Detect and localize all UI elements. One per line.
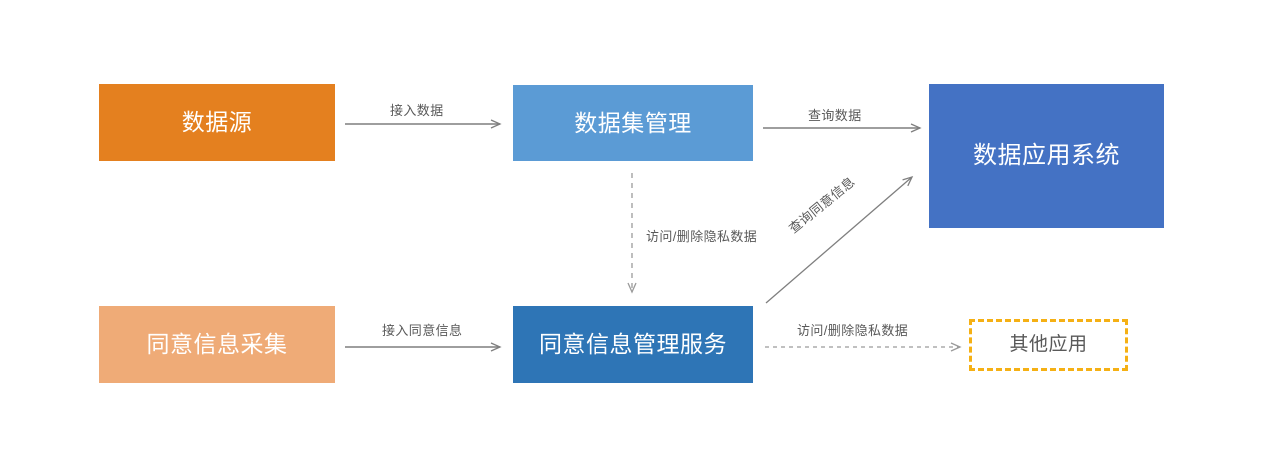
edge-label-query-consent: 查询同意信息 [785,173,858,237]
node-datasource-label: 数据源 [181,109,253,136]
node-consent-collection[interactable]: 同意信息采集 [99,306,335,383]
edge-label-ingest-data: 接入数据 [390,103,444,118]
node-consent-management-service[interactable]: 同意信息管理服务 [513,306,753,383]
node-consent-collection-label: 同意信息采集 [146,331,288,358]
node-dataset-management-label: 数据集管理 [574,109,692,136]
node-consent-management-service-label: 同意信息管理服务 [539,331,727,358]
edge-label-ingest-consent: 接入同意信息 [382,323,463,338]
edge-label-access-delete-private-1: 访问/删除隐私数据 [646,229,758,244]
node-datasource[interactable]: 数据源 [99,84,335,161]
edge-label-query-data: 查询数据 [808,108,862,123]
node-other-application[interactable]: 其他应用 [969,319,1128,371]
node-other-application-label: 其他应用 [1009,334,1088,356]
edge-label-access-delete-private-2: 访问/删除隐私数据 [797,323,909,338]
node-data-application-system[interactable]: 数据应用系统 [929,84,1164,228]
node-data-application-system-label: 数据应用系统 [973,142,1120,169]
node-dataset-management[interactable]: 数据集管理 [513,85,753,161]
